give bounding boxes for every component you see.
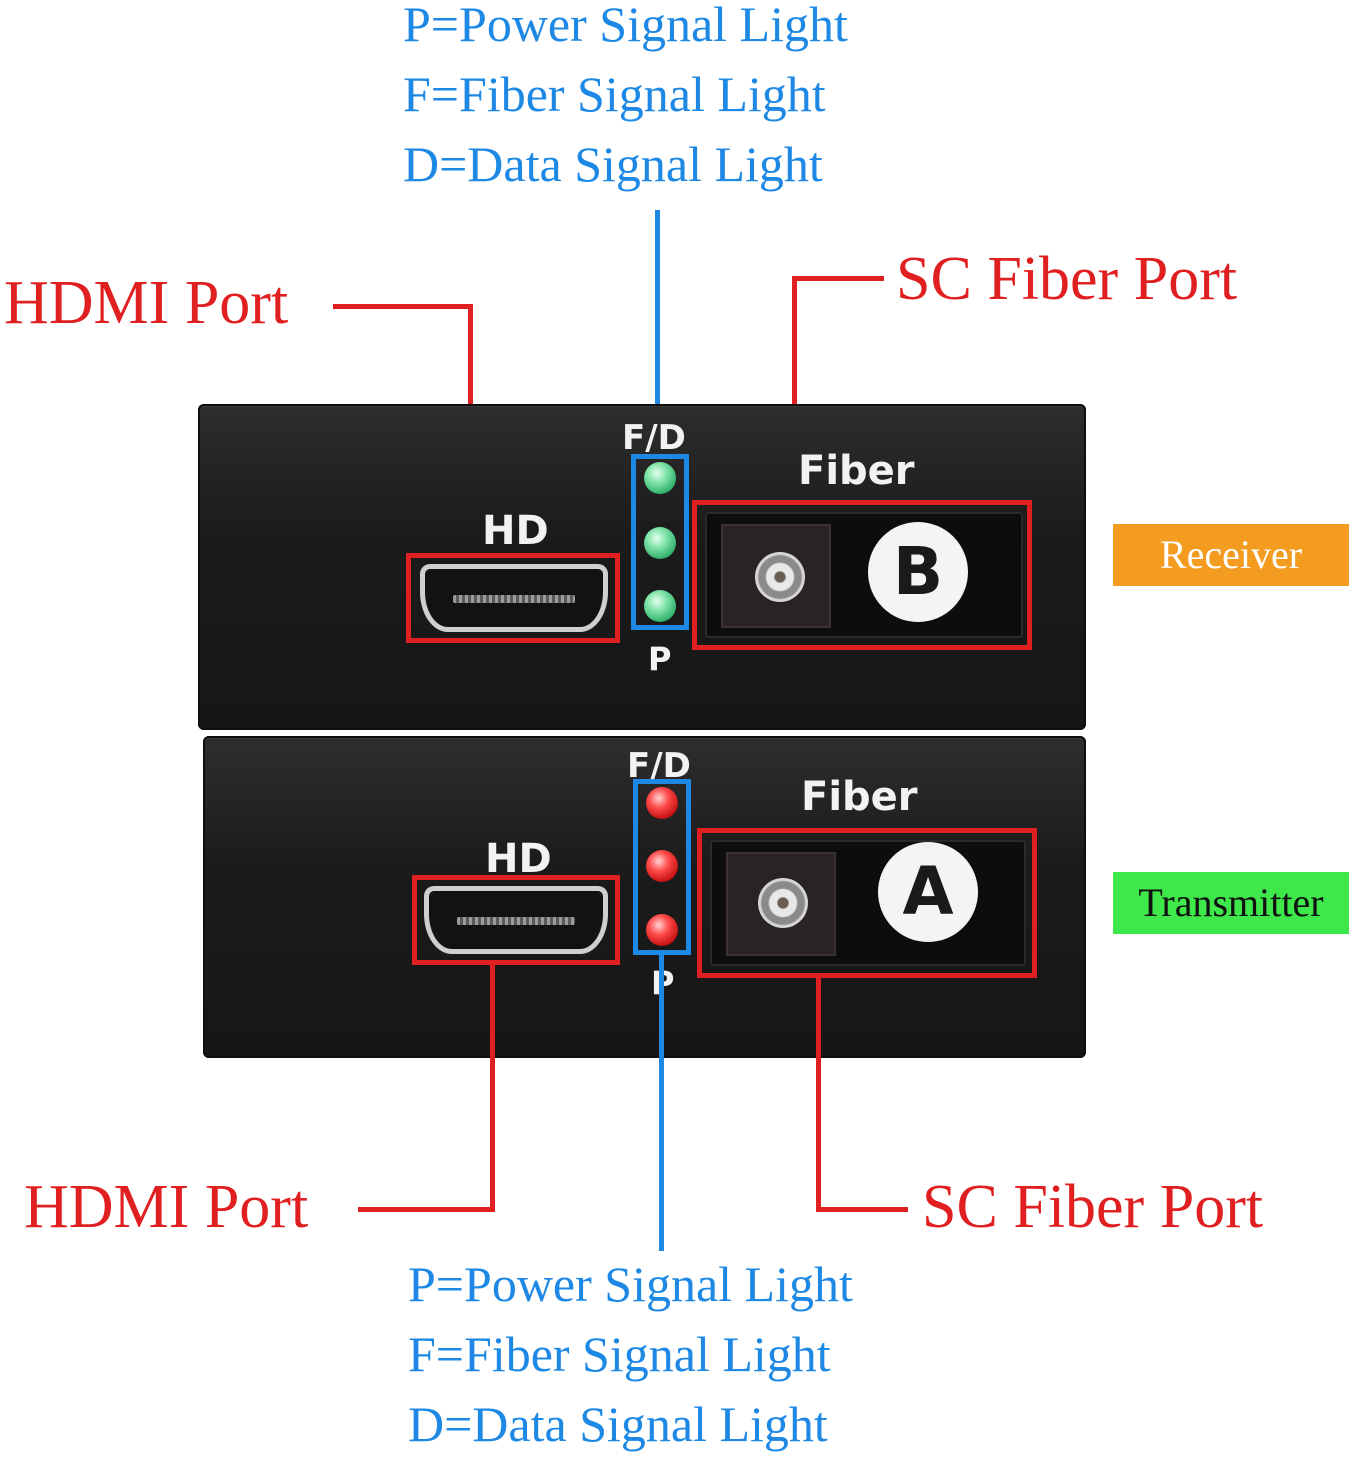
receiver-tag: Receiver: [1113, 524, 1349, 586]
top-legend-fiber: F=Fiber Signal Light: [403, 66, 826, 122]
receiver-sc-port[interactable]: [705, 512, 1023, 638]
transmitter-sc-port[interactable]: [710, 840, 1026, 966]
transmitter-hdmi-pins: [457, 917, 575, 925]
receiver-led-highlight: [631, 454, 689, 630]
top-legend-leader: [655, 210, 660, 456]
top-legend-data: D=Data Signal Light: [403, 136, 823, 192]
transmitter-sc-highlight: [697, 828, 1037, 978]
receiver-fiber-label: Fiber: [798, 448, 915, 494]
receiver-power-led: [644, 590, 676, 622]
transmitter-fiber-label: Fiber: [801, 774, 918, 820]
transmitter-badge: A: [878, 842, 978, 942]
receiver-sc-ferrule: [755, 552, 805, 602]
top-legend-power: P=Power Signal Light: [403, 0, 848, 52]
receiver-badge: B: [868, 522, 968, 622]
hdmi-bottom-leader-h: [358, 1207, 495, 1212]
receiver-hdmi-port[interactable]: [420, 564, 608, 632]
sc-fiber-port-callout-top: SC Fiber Port: [896, 245, 1238, 313]
transmitter-sc-ferrule: [758, 878, 808, 928]
hdmi-port-callout-bottom: HDMI Port: [24, 1173, 309, 1241]
bottom-legend-data: D=Data Signal Light: [408, 1396, 828, 1452]
transmitter-hdmi-highlight: [412, 875, 620, 965]
sc-top-leader-v: [792, 276, 797, 502]
sc-bottom-leader-v: [816, 976, 821, 1212]
receiver-hdmi-pins: [453, 595, 575, 603]
receiver-fd-label: F/D: [622, 418, 686, 458]
transmitter-fd-led-middle: [646, 850, 678, 882]
sc-bottom-leader-h: [816, 1207, 908, 1212]
bottom-legend-leader: [659, 955, 664, 1251]
hdmi-bottom-leader-v: [490, 962, 495, 1212]
transmitter-hdmi-port[interactable]: [424, 886, 608, 954]
bottom-legend-power: P=Power Signal Light: [408, 1256, 853, 1312]
transmitter-hd-label: HD: [485, 836, 552, 882]
bottom-legend-fiber: F=Fiber Signal Light: [408, 1326, 831, 1382]
transmitter-fd-led-top: [646, 787, 678, 819]
receiver-hdmi-highlight: [406, 553, 620, 643]
receiver-p-label: P: [648, 640, 672, 678]
transmitter-tag: Transmitter: [1113, 872, 1349, 934]
sc-top-leader-h: [792, 276, 884, 281]
hdmi-port-callout-top: HDMI Port: [4, 269, 289, 337]
receiver-fd-led-top: [644, 462, 676, 494]
receiver-hd-label: HD: [482, 508, 549, 554]
sc-fiber-port-callout-bottom: SC Fiber Port: [922, 1173, 1264, 1241]
hdmi-top-leader-h: [333, 304, 473, 309]
transmitter-led-highlight: [633, 779, 691, 955]
receiver-sc-highlight: [692, 500, 1032, 650]
receiver-fd-led-middle: [644, 527, 676, 559]
transmitter-power-led: [646, 914, 678, 946]
